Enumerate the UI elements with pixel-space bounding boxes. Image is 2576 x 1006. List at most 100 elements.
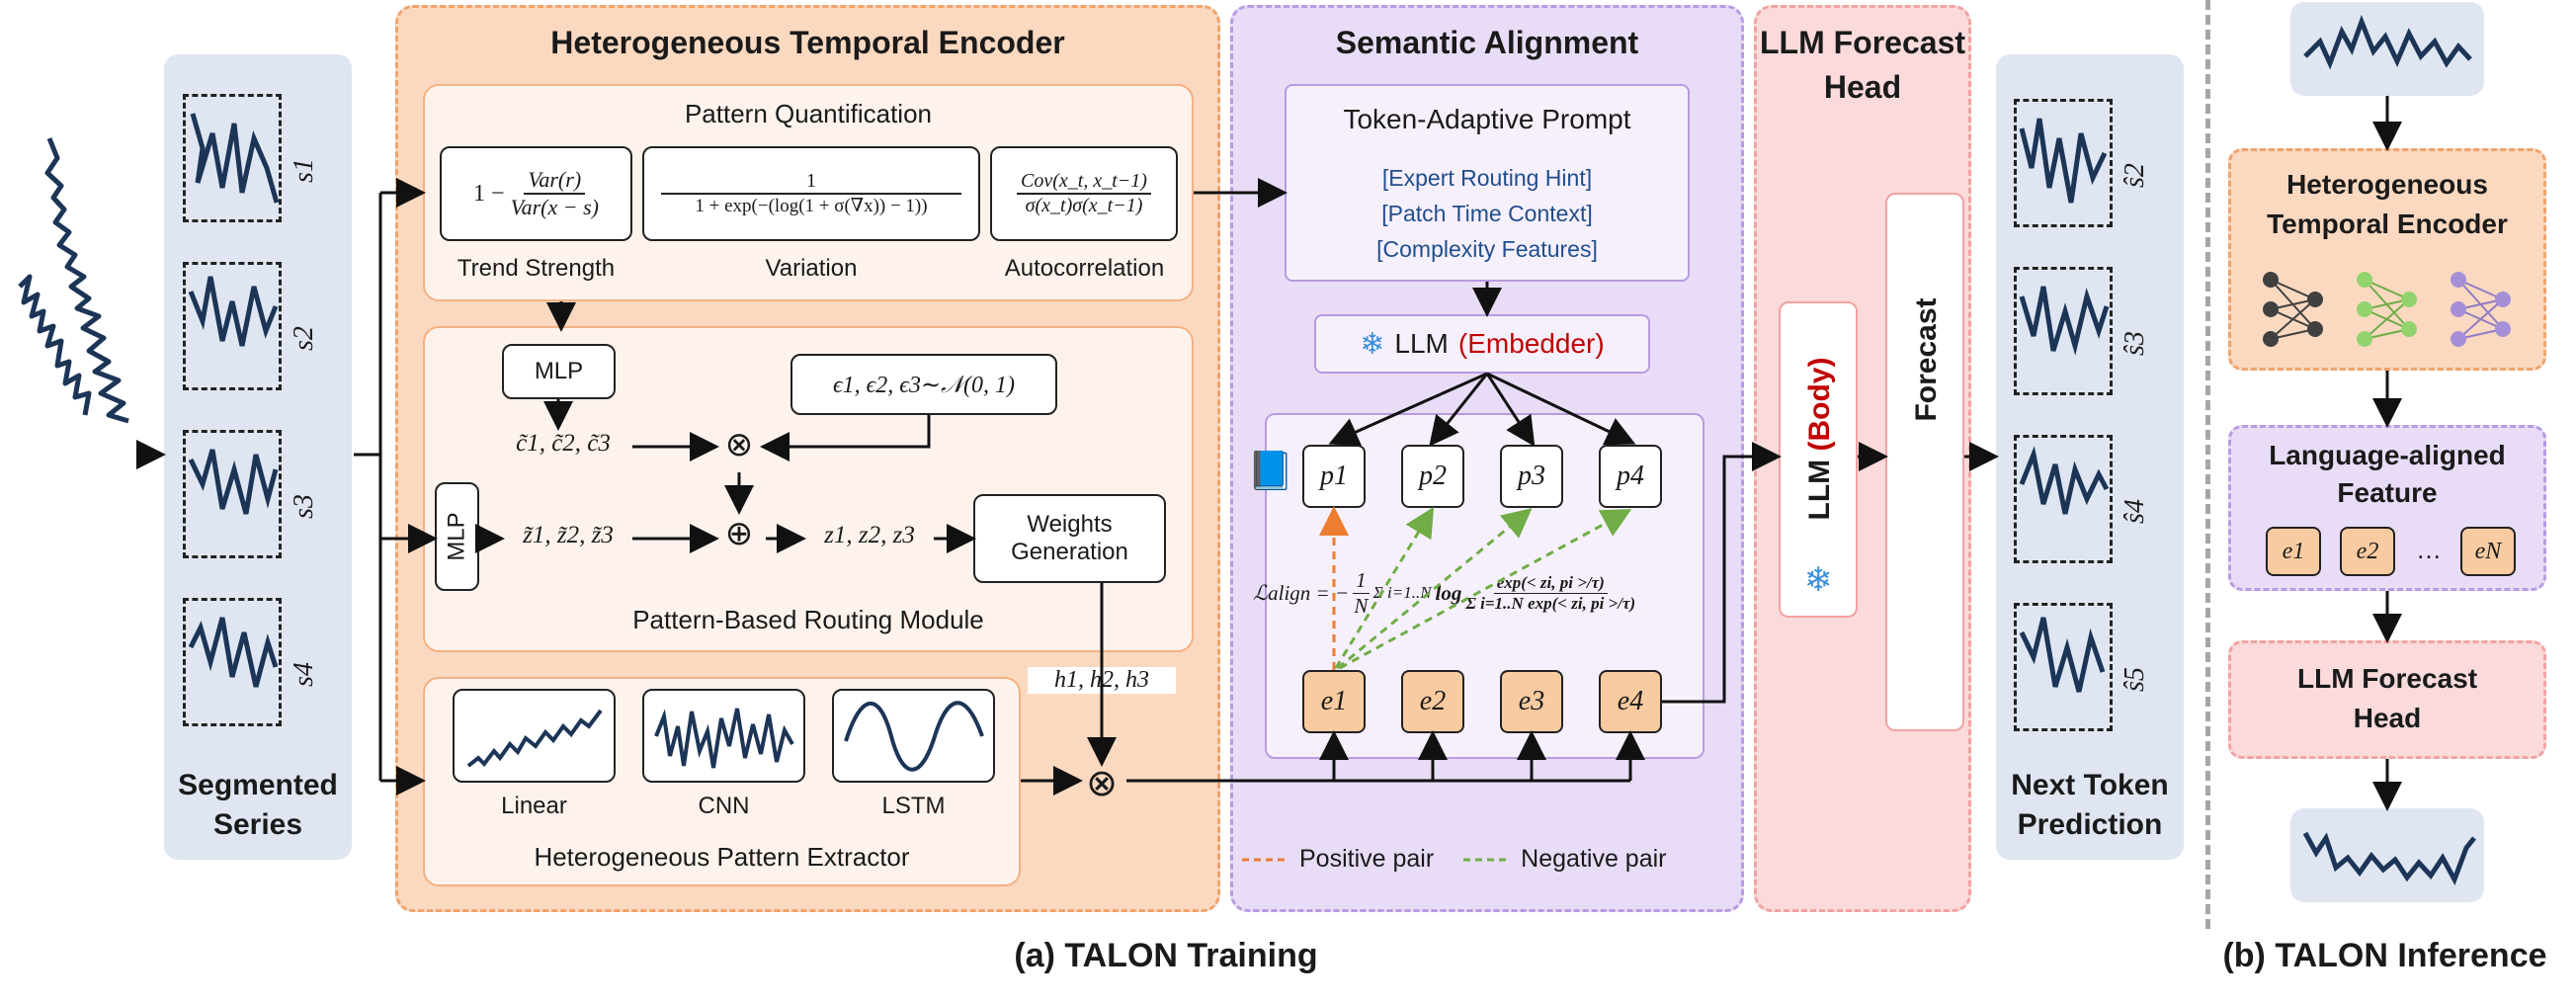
noise-box: ϵ1, ϵ2, ϵ3∼𝒩(0, 1) bbox=[790, 354, 1057, 415]
pair-legend: Positive pair Negative pair bbox=[1240, 845, 1739, 874]
segment-label-1: s1 bbox=[289, 158, 319, 183]
head-title-2: Head bbox=[1823, 69, 1902, 105]
inf-feature-token-n: eN bbox=[2460, 527, 2516, 576]
segment-label-2: s2 bbox=[289, 326, 319, 351]
book-icon: 📘 bbox=[1247, 451, 1294, 492]
inf-feature-title-1: Language-aligned bbox=[2269, 440, 2506, 470]
trend-denominator: Var(x − s) bbox=[510, 195, 599, 219]
next-token-panel bbox=[1996, 54, 2184, 860]
mlp-top-box: MLP bbox=[502, 344, 616, 399]
loss-log: log bbox=[1435, 580, 1462, 605]
autocorr-formula: Cov(x_t, x_t−1) σ(x_t)σ(x_t−1) bbox=[990, 146, 1178, 241]
lstm-expert bbox=[832, 689, 995, 783]
mlp-left-text: MLP bbox=[443, 512, 470, 561]
weights-generation-box: Weights Generation bbox=[973, 494, 1166, 583]
noise-text: ϵ1, ϵ2, ϵ3∼𝒩(0, 1) bbox=[832, 372, 1016, 398]
linear-expert bbox=[453, 689, 616, 783]
segment-label-4: s4 bbox=[289, 662, 319, 687]
routing-title: Pattern-Based Routing Module bbox=[632, 605, 984, 634]
prompt-line-1: [Expert Routing Hint] bbox=[1381, 165, 1593, 191]
autocorr-denominator: σ(x_t)σ(x_t−1) bbox=[1025, 195, 1143, 216]
encoder-title: Heterogeneous Temporal Encoder bbox=[550, 25, 1065, 60]
weights-line-1: Weights bbox=[1027, 511, 1113, 538]
expert-network-icons bbox=[2263, 272, 2511, 347]
inf-head-title-1: LLM Forecast bbox=[2296, 663, 2478, 694]
segmented-title-2: Series bbox=[212, 808, 303, 841]
pred-box-4 bbox=[2014, 603, 2113, 731]
raw-series-plot bbox=[44, 137, 129, 424]
raw-series-plot-2 bbox=[18, 274, 92, 416]
segment-box-1 bbox=[183, 94, 282, 222]
head-title-1: LLM Forecast bbox=[1759, 25, 1966, 60]
positive-pair-swatch bbox=[1242, 858, 1288, 861]
llm-body-role: (Body) bbox=[1803, 357, 1836, 452]
loss-lhs: ℒalign = − bbox=[1253, 580, 1350, 605]
e-token-4: e4 bbox=[1599, 670, 1662, 733]
pred-label-2: ŝ3 bbox=[2119, 331, 2150, 356]
c-tilde-label: c̃1, c̃2, c̃3 bbox=[516, 430, 611, 457]
caption-training: (a) TALON Training bbox=[1014, 937, 1318, 974]
align-loss-formula: ℒalign = − 1 N Σ i=1..N log exp(< zi, pi… bbox=[1253, 558, 1707, 628]
variation-formula: 1 1 + exp(−(log(1 + σ(∇x)) − 1)) bbox=[642, 146, 980, 241]
semantic-title: Semantic Alignment bbox=[1335, 25, 1639, 60]
trend-formula: 1 − Var(r) Var(x − s) bbox=[440, 146, 632, 241]
lstm-expert-plot bbox=[843, 701, 984, 771]
autocorrelation-label: Autocorrelation bbox=[1004, 255, 1165, 282]
oplus-routing: ⊕ bbox=[724, 515, 754, 552]
llm-body-snowflake-icon: ❄ bbox=[1803, 561, 1833, 599]
inf-feature-ellipsis: … bbox=[2416, 535, 2442, 564]
prompt-title: Token-Adaptive Prompt bbox=[1343, 104, 1631, 134]
z-tilde-label: z̃1, z̃2, z̃3 bbox=[523, 522, 614, 548]
segment-box-4 bbox=[183, 598, 282, 726]
p-token-3: p3 bbox=[1500, 445, 1563, 508]
lstm-label: LSTM bbox=[881, 793, 946, 819]
cnn-expert-plot bbox=[653, 708, 794, 768]
positive-pair-label: Positive pair bbox=[1299, 845, 1435, 873]
pred-series-lines bbox=[2019, 118, 2110, 693]
negative-pair-swatch bbox=[1463, 858, 1510, 861]
prompt-box: Token-Adaptive Prompt [Expert Routing Hi… bbox=[1285, 84, 1690, 282]
prompt-line-3: [Complexity Features] bbox=[1376, 236, 1598, 262]
inf-encoder-title-2: Temporal Encoder bbox=[2267, 209, 2508, 239]
segment-series-lines bbox=[188, 113, 280, 688]
inference-input-plot bbox=[2303, 14, 2472, 70]
pred-box-2 bbox=[2014, 267, 2113, 395]
linear-label: Linear bbox=[501, 793, 567, 819]
cnn-label: CNN bbox=[698, 793, 750, 819]
inference-output-plot bbox=[2302, 831, 2476, 885]
autocorr-numerator: Cov(x_t, x_t−1) bbox=[1017, 170, 1151, 195]
loss-den: Σ i=1..N exp(< zi, pi >/τ) bbox=[1465, 593, 1636, 613]
segmented-title-1: Segmented bbox=[178, 769, 338, 801]
prompt-line-2: [Patch Time Context] bbox=[1381, 201, 1593, 226]
inf-head-title-2: Head bbox=[2353, 703, 2422, 733]
z-label: z1, z2, z3 bbox=[824, 522, 915, 548]
p-token-2: p2 bbox=[1401, 445, 1464, 508]
pred-label-1: ŝ2 bbox=[2119, 163, 2150, 188]
segment-box-3 bbox=[183, 430, 282, 558]
forecast-box: Forecast bbox=[1885, 193, 1964, 731]
e-token-1: e1 bbox=[1302, 670, 1366, 733]
llm-body-llm: LLM bbox=[1803, 459, 1836, 521]
forecast-text: Forecast bbox=[1910, 297, 1943, 422]
inf-feature-token-1: e1 bbox=[2266, 527, 2321, 576]
extractor-title: Heterogeneous Pattern Extractor bbox=[534, 842, 910, 872]
llm-body-box: LLM (Body) ❄ bbox=[1779, 301, 1858, 618]
trend-strength-label: Trend Strength bbox=[457, 255, 616, 282]
negative-pair-label: Negative pair bbox=[1521, 845, 1667, 873]
inference-output-panel bbox=[2290, 808, 2484, 902]
segment-label-3: s3 bbox=[289, 494, 319, 519]
next-token-title-1: Next Token bbox=[2011, 769, 2169, 801]
variation-label: Variation bbox=[765, 255, 858, 282]
section-divider bbox=[2205, 0, 2210, 929]
caption-inference: (b) TALON Inference bbox=[2222, 937, 2547, 974]
pred-label-4: ŝ5 bbox=[2119, 667, 2150, 692]
inference-feature-box: Language-aligned Feature e1 e2 … eN bbox=[2228, 425, 2546, 591]
variation-denominator: 1 + exp(−(log(1 + σ(∇x)) − 1)) bbox=[695, 196, 928, 216]
pred-label-3: ŝ4 bbox=[2119, 499, 2150, 524]
otimes-routing: ⊗ bbox=[724, 426, 754, 463]
inference-head-box: LLM Forecast Head bbox=[2228, 640, 2546, 759]
otimes-extractor: ⊗ bbox=[1086, 763, 1118, 804]
next-token-title-2: Prediction bbox=[2017, 808, 2163, 841]
pred-box-1 bbox=[2014, 99, 2113, 227]
